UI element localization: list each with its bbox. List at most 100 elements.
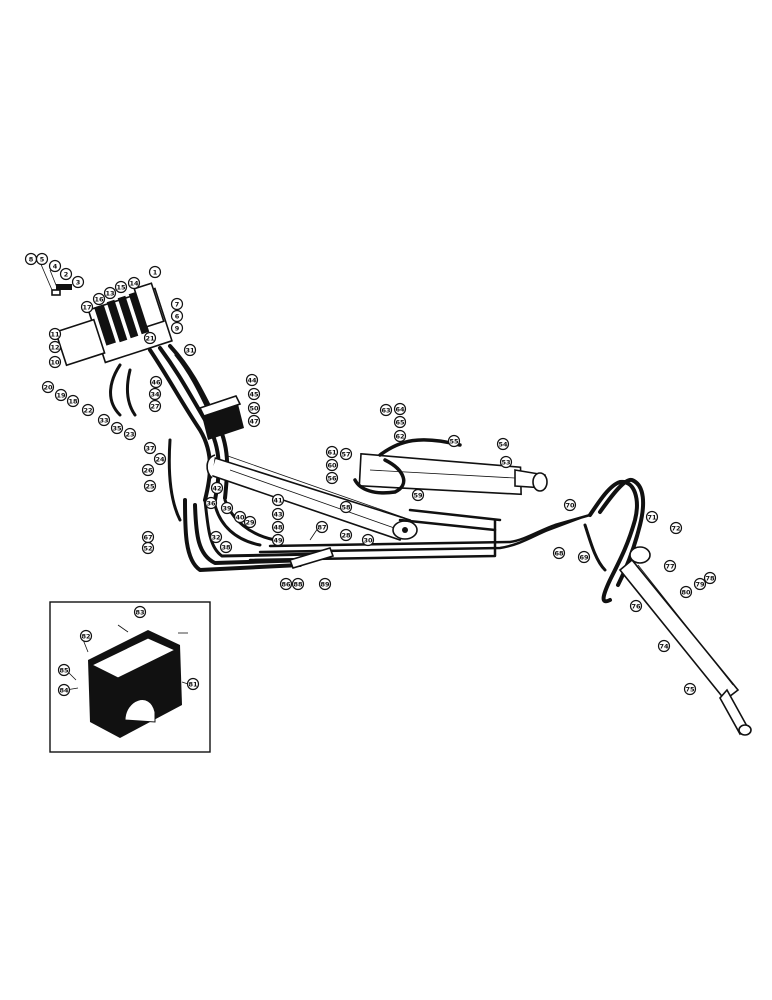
callout-circle [204, 496, 218, 510]
callout-number: 85 [59, 666, 69, 674]
callout-circle [393, 402, 407, 416]
callout-circle [48, 355, 62, 369]
callout-circle [679, 585, 693, 599]
callout-number: 8 [29, 255, 34, 263]
callout-number: 82 [81, 632, 90, 640]
callout-number: 57 [341, 450, 350, 458]
callout-circle [663, 559, 677, 573]
callout-circle [141, 463, 155, 477]
bucket-cylinder-assembly [583, 477, 752, 736]
callout-circle [148, 387, 162, 401]
callout-number: 84 [59, 686, 69, 694]
callout-number: 48 [273, 523, 283, 531]
callout-circle [110, 421, 124, 435]
callout-circle [148, 265, 162, 279]
callout-number: 3 [76, 278, 81, 286]
callout-circle [66, 394, 80, 408]
callout-13: 13 [103, 286, 117, 300]
callout-number: 46 [151, 378, 161, 386]
callout-circle [80, 300, 94, 314]
callout-number: 2 [64, 270, 69, 278]
callout-82: 82 [79, 629, 93, 643]
callout-15: 15 [114, 280, 128, 294]
callout-63: 63 [379, 403, 393, 417]
callout-number: 68 [554, 549, 564, 557]
callout-56: 56 [325, 471, 339, 485]
callout-circle [271, 520, 285, 534]
callout-number: 50 [249, 404, 259, 412]
callout-circle [79, 629, 93, 643]
callout-11: 11 [48, 327, 62, 341]
callout-61: 61 [325, 445, 339, 459]
steel-lines [248, 508, 592, 562]
callout-circle [48, 259, 62, 273]
callout-number: 21 [145, 334, 155, 342]
callout-circle [59, 267, 73, 281]
callout-20: 20 [41, 380, 55, 394]
callout-45: 45 [247, 387, 261, 401]
callout-number: 87 [317, 523, 326, 531]
callout-5: 5 [35, 252, 49, 266]
callout-circle [318, 577, 332, 591]
callout-6: 6 [170, 309, 184, 323]
callout-number: 29 [245, 518, 255, 526]
callout-circle [657, 639, 671, 653]
callout-52: 52 [141, 541, 155, 555]
callout-circle [114, 280, 128, 294]
callout-circle [141, 541, 155, 555]
callout-number: 78 [705, 574, 715, 582]
callout-number: 30 [363, 536, 373, 544]
callout-number: 37 [145, 444, 154, 452]
callout-number: 74 [659, 642, 669, 650]
callout-number: 4 [53, 262, 58, 270]
callout-number: 44 [247, 376, 257, 384]
callout-number: 13 [105, 289, 114, 297]
callout-circle [143, 331, 157, 345]
callout-number: 75 [685, 685, 695, 693]
callout-number: 42 [212, 484, 221, 492]
callout-circle [245, 373, 259, 387]
callout-number: 59 [413, 491, 423, 499]
callout-number: 54 [498, 440, 508, 448]
callout-number: 10 [50, 358, 60, 366]
callout-number: 1 [153, 268, 158, 276]
callout-44: 44 [245, 373, 259, 387]
callout-circle [127, 276, 141, 290]
callout-circle [54, 388, 68, 402]
callout-18: 18 [66, 394, 80, 408]
callout-34: 34 [148, 387, 162, 401]
callout-circle [71, 275, 85, 289]
callout-77: 77 [663, 559, 677, 573]
callout-circle [48, 340, 62, 354]
callout-78: 78 [703, 571, 717, 585]
callout-circle [563, 498, 577, 512]
callout-24: 24 [153, 452, 167, 466]
callout-number: 28 [341, 531, 351, 539]
callout-number: 52 [143, 544, 152, 552]
callout-number: 7 [175, 300, 180, 308]
callout-circle [393, 429, 407, 443]
callout-circle [393, 415, 407, 429]
callout-75: 75 [683, 682, 697, 696]
callout-number: 47 [249, 417, 258, 425]
callout-number: 41 [273, 496, 283, 504]
callout-8: 8 [24, 252, 38, 266]
callout-number: 27 [150, 402, 159, 410]
callout-17: 17 [80, 300, 94, 314]
callout-circle [683, 682, 697, 696]
callout-39: 39 [220, 501, 234, 515]
callout-16: 16 [92, 292, 106, 306]
callout-circle [339, 528, 353, 542]
callout-circle [48, 327, 62, 341]
callout-circle [629, 599, 643, 613]
callout-number: 88 [293, 580, 303, 588]
callout-4: 4 [48, 259, 62, 273]
callout-circle [210, 481, 224, 495]
callout-32: 32 [209, 530, 223, 544]
callout-number: 24 [155, 455, 165, 463]
callout-number: 53 [501, 458, 510, 466]
callout-59: 59 [411, 488, 425, 502]
callout-7: 7 [170, 297, 184, 311]
